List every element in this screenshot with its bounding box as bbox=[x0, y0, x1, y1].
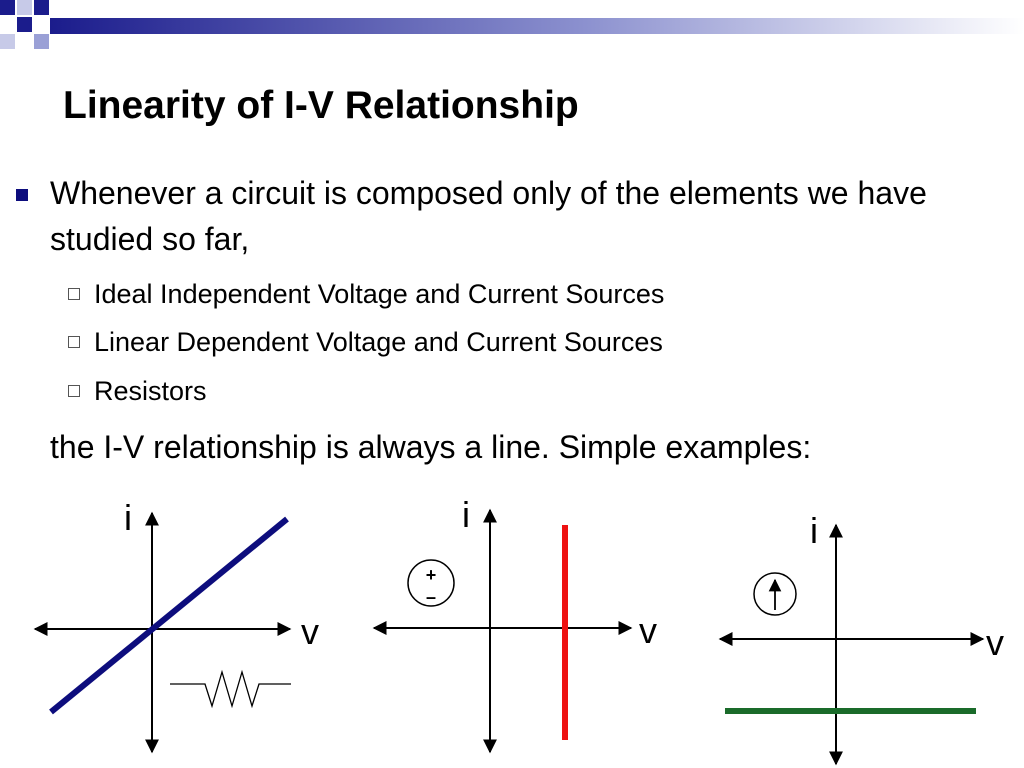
current-source-graph: i v bbox=[718, 510, 1004, 766]
current-source-icon bbox=[753, 572, 797, 616]
hollow-square-icon bbox=[68, 288, 80, 300]
main-bullet-text: Whenever a circuit is composed only of t… bbox=[50, 175, 927, 257]
header-bar bbox=[50, 18, 1024, 34]
decor-square-dark bbox=[0, 0, 15, 15]
slide-title: Linearity of I-V Relationship bbox=[63, 84, 579, 127]
hollow-square-icon bbox=[68, 385, 80, 397]
sub-bullet: Linear Dependent Voltage and Current Sou… bbox=[68, 326, 663, 358]
sub-bullet-text: Linear Dependent Voltage and Current Sou… bbox=[94, 327, 663, 357]
bullet-square-icon bbox=[16, 189, 28, 201]
voltage-source-icon: + – bbox=[407, 559, 455, 607]
sub-bullet: Resistors bbox=[68, 375, 207, 407]
y-axis-label: i bbox=[810, 510, 818, 551]
header-decoration bbox=[0, 0, 1024, 49]
resistor-graph: i v bbox=[33, 497, 319, 754]
decor-square-dark bbox=[17, 17, 32, 32]
sub-bullet: Ideal Independent Voltage and Current So… bbox=[68, 278, 665, 310]
resistor-icon bbox=[170, 669, 291, 709]
decor-square-dark bbox=[34, 0, 49, 15]
y-axis-label: i bbox=[462, 494, 470, 535]
x-axis-label: v bbox=[986, 622, 1004, 663]
minus-sign: – bbox=[426, 587, 436, 607]
hollow-square-icon bbox=[68, 336, 80, 348]
voltage-source-graph: + – i v bbox=[372, 494, 657, 754]
decor-square-light bbox=[0, 34, 15, 49]
x-axis-label: v bbox=[639, 610, 657, 651]
decor-square-light bbox=[17, 0, 32, 15]
main-bullet: Whenever a circuit is composed only of t… bbox=[16, 170, 1000, 262]
conclusion-text: the I-V relationship is always a line. S… bbox=[50, 429, 812, 465]
plus-sign: + bbox=[426, 565, 437, 585]
y-axis-label: i bbox=[124, 497, 132, 538]
x-axis-label: v bbox=[301, 611, 319, 652]
iv-line bbox=[49, 516, 289, 715]
sub-bullet-text: Ideal Independent Voltage and Current So… bbox=[94, 279, 665, 309]
decor-square-light bbox=[34, 34, 49, 49]
sub-bullet-text: Resistors bbox=[94, 376, 207, 406]
